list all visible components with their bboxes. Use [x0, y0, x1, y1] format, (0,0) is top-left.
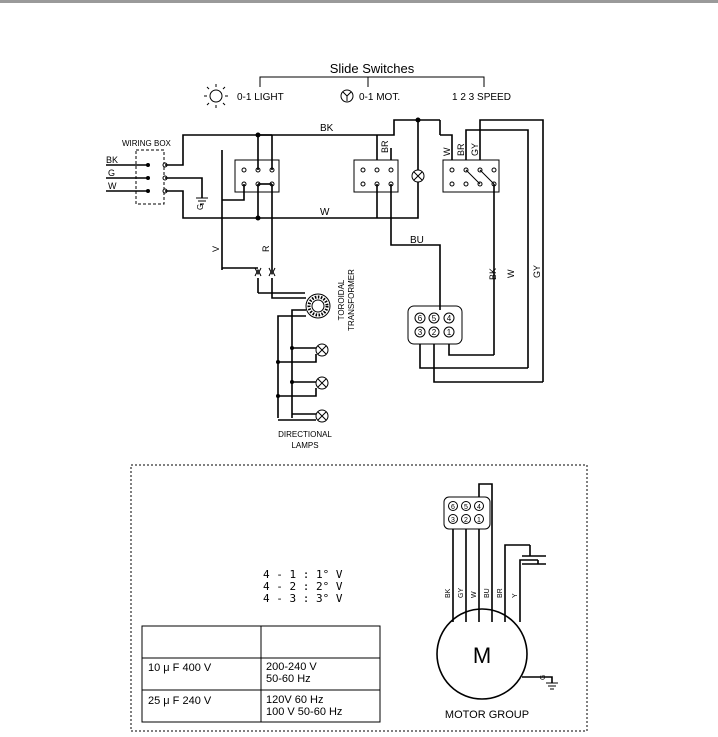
supply-spec: 200-240 V: [266, 661, 317, 673]
speed-switch-label: 1 2 3 SPEED: [452, 92, 511, 103]
bk-right-label: BK: [488, 268, 498, 280]
w-right-label: W: [506, 269, 516, 278]
pin-5-label: 5: [432, 314, 437, 323]
formula-row: 4 - 2 : 2° V: [263, 580, 343, 593]
wiring-box-label: WIRING BOX: [122, 139, 172, 148]
lamp-icon: [315, 376, 329, 390]
ground-g-label: G: [196, 204, 205, 210]
pin-6-label: 6: [451, 504, 455, 511]
mains-w-label: W: [108, 181, 117, 191]
directional-lamps: DIRECTIONAL LAMPS: [276, 343, 332, 450]
r-wire-label: R: [261, 245, 271, 252]
pin-6-label: 6: [418, 314, 423, 323]
supply-spec: 50-60 Hz: [266, 673, 311, 685]
pin-3-label: 3: [418, 328, 423, 337]
br-wire-label: BR: [380, 140, 390, 153]
motor-wire-label: BK: [445, 588, 452, 598]
capacitor-table: 10 μ F 400 V 200-240 V 50-60 Hz 25 μ F 2…: [141, 625, 381, 723]
light-switch: [234, 132, 280, 221]
transformer-label-2: TRANSFORMER: [347, 269, 356, 331]
motor-wire-label: W: [471, 591, 478, 598]
cap-value: 25 μ F 240 V: [148, 695, 212, 707]
light-switch-label: 0-1 LIGHT: [237, 92, 284, 103]
supply-spec: 120V 60 Hz: [266, 694, 323, 706]
sw3-w-label: W: [442, 147, 452, 156]
motor-ground-label: G: [540, 675, 547, 680]
pin-3-label: 3: [451, 517, 455, 524]
motor-wire-label: BR: [497, 588, 504, 598]
motor-wire-label: GY: [458, 588, 465, 598]
lamp-icon: [315, 409, 329, 423]
indicator-lamp-icon: [394, 117, 425, 219]
wiring-box: WIRING BOX BK G W G: [106, 134, 394, 219]
formula-row: 4 - 1 : 1° V: [263, 568, 343, 581]
sw3-gy-label: GY: [470, 143, 480, 156]
motor-switch: BR BU: [353, 119, 441, 310]
pin-5-label: 5: [464, 504, 468, 511]
pin-4-label: 4: [447, 314, 452, 323]
speed-switch: W BR GY BK W GY: [439, 119, 544, 382]
formula-row: 4 - 3 : 3° V: [263, 592, 343, 605]
fan-icon: [340, 89, 354, 103]
light-bulb-icon: [204, 84, 228, 108]
sw3-br-label: BR: [456, 143, 466, 156]
motor-connector-top: 6 5 4 3 2 1: [407, 305, 543, 383]
transformer-label-1: TOROIDAL: [337, 279, 346, 320]
pin-2-label: 2: [432, 328, 437, 337]
motor-icon: [436, 608, 528, 700]
gy-right-label: GY: [532, 265, 542, 278]
motor-switch-label: 0-1 MOT.: [359, 92, 400, 103]
pin-4-label: 4: [477, 504, 481, 511]
lamp-icon: [315, 343, 329, 357]
mains-bk-label: BK: [106, 155, 118, 165]
supply-spec: 100 V 50-60 Hz: [266, 706, 342, 718]
motor-group: 6 5 4 3 2 1 BK GY W BU BR Y M G MOTOR GR…: [436, 483, 558, 721]
lamps-label-1: DIRECTIONAL: [278, 430, 332, 439]
pin-1-label: 1: [447, 328, 452, 337]
slide-switches-title: Slide Switches: [330, 61, 415, 76]
bu-wire-label: BU: [410, 235, 424, 246]
mains-g-label: G: [108, 168, 115, 178]
bk-wire-label: BK: [320, 123, 334, 134]
top-rule: [0, 0, 718, 3]
slide-switches-header: Slide Switches 0-1 LIGHT 0-1 MOT. 1 2 3 …: [204, 61, 511, 108]
pin-2-label: 2: [464, 517, 468, 524]
v-wire-label: V: [211, 246, 221, 252]
motor-symbol: M: [473, 643, 491, 668]
motor-panel: [130, 464, 588, 732]
voltage-formulas: 4 - 1 : 1° V 4 - 2 : 2° V 4 - 3 : 3° V: [263, 568, 343, 605]
w-wire-label: W: [320, 207, 330, 218]
cap-value: 10 μ F 400 V: [148, 662, 212, 674]
motor-group-title: MOTOR GROUP: [445, 709, 529, 721]
pin-1-label: 1: [477, 517, 481, 524]
motor-wire-label: Y: [512, 593, 519, 598]
lamps-label-2: LAMPS: [291, 441, 318, 450]
motor-wire-label: BU: [484, 588, 491, 598]
